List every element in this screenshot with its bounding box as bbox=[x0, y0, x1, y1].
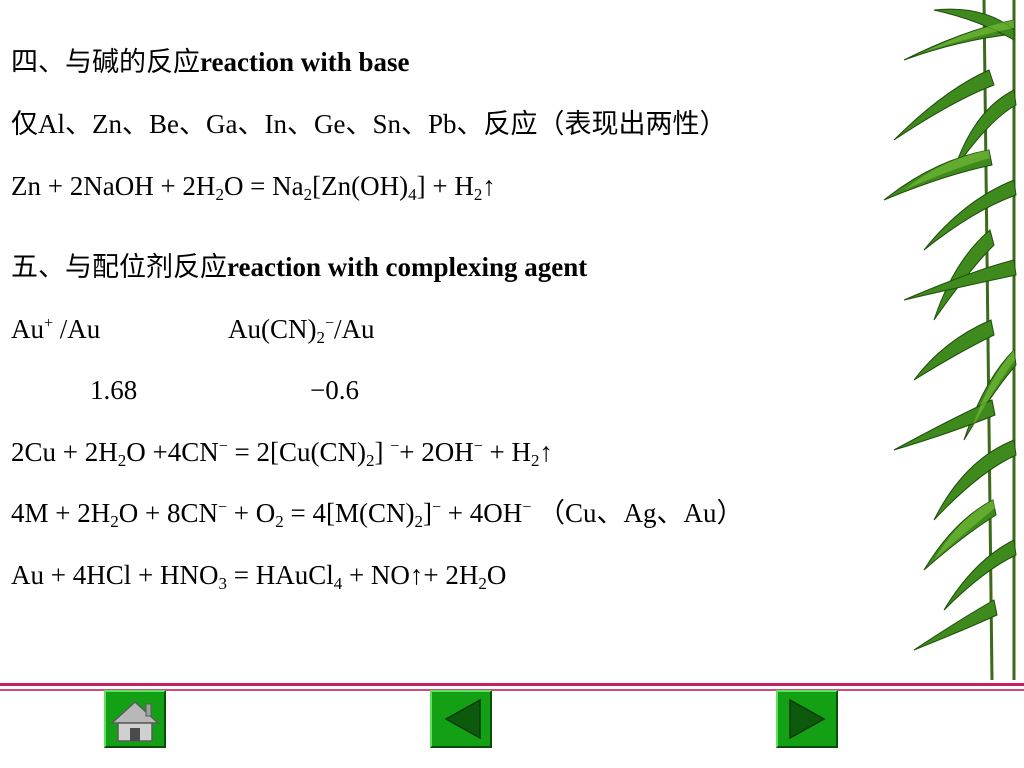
home-button[interactable] bbox=[104, 690, 166, 748]
section4-title-en: reaction with base bbox=[200, 47, 410, 77]
redox-pair-au: Au+ /Au bbox=[11, 314, 101, 344]
section5-title-cn: 五、与配位剂反应 bbox=[11, 252, 227, 282]
triangle-right-icon bbox=[789, 698, 826, 740]
bamboo-decoration bbox=[883, 0, 1017, 680]
triangle-left-icon bbox=[444, 698, 481, 740]
equation-au-aqua-regia: Au + 4HCl + HNO3 = HAuCl4 + NO↑+ 2H2O bbox=[11, 560, 507, 593]
redox-pair-aucn2: Au(CN)2−/Au bbox=[228, 314, 375, 347]
section4-title-cn: 四、与碱的反应 bbox=[11, 47, 200, 77]
section5-title: 五、与配位剂反应reaction with complexing agent bbox=[11, 251, 587, 283]
next-slide-button[interactable] bbox=[776, 690, 838, 748]
section5-title-en: reaction with complexing agent bbox=[227, 252, 588, 282]
footer-rule-secondary bbox=[0, 689, 1024, 691]
previous-slide-button[interactable] bbox=[430, 690, 492, 748]
home-icon bbox=[110, 700, 160, 742]
equation-cu-cn: 2Cu + 2H2O +4CN− = 2[Cu(CN)2] −+ 2OH− + … bbox=[11, 437, 553, 470]
section4-amphoteric-line: 仅Al、Zn、Be、Ga、In、Ge、Sn、Pb、反应（表现出两性） bbox=[11, 109, 727, 139]
footer-rule bbox=[0, 683, 1024, 686]
potential-value-2: −0.6 bbox=[310, 375, 359, 405]
potential-value-1: 1.68 bbox=[90, 375, 138, 405]
equation-m-cn-o2: 4M + 2H2O + 8CN− + O2 = 4[M(CN)2]− + 4OH… bbox=[11, 498, 744, 531]
equation-zn-naoh: Zn + 2NaOH + 2H2O = Na2[Zn(OH)4] + H2↑ bbox=[11, 171, 496, 204]
section4-title: 四、与碱的反应reaction with base bbox=[11, 46, 410, 78]
